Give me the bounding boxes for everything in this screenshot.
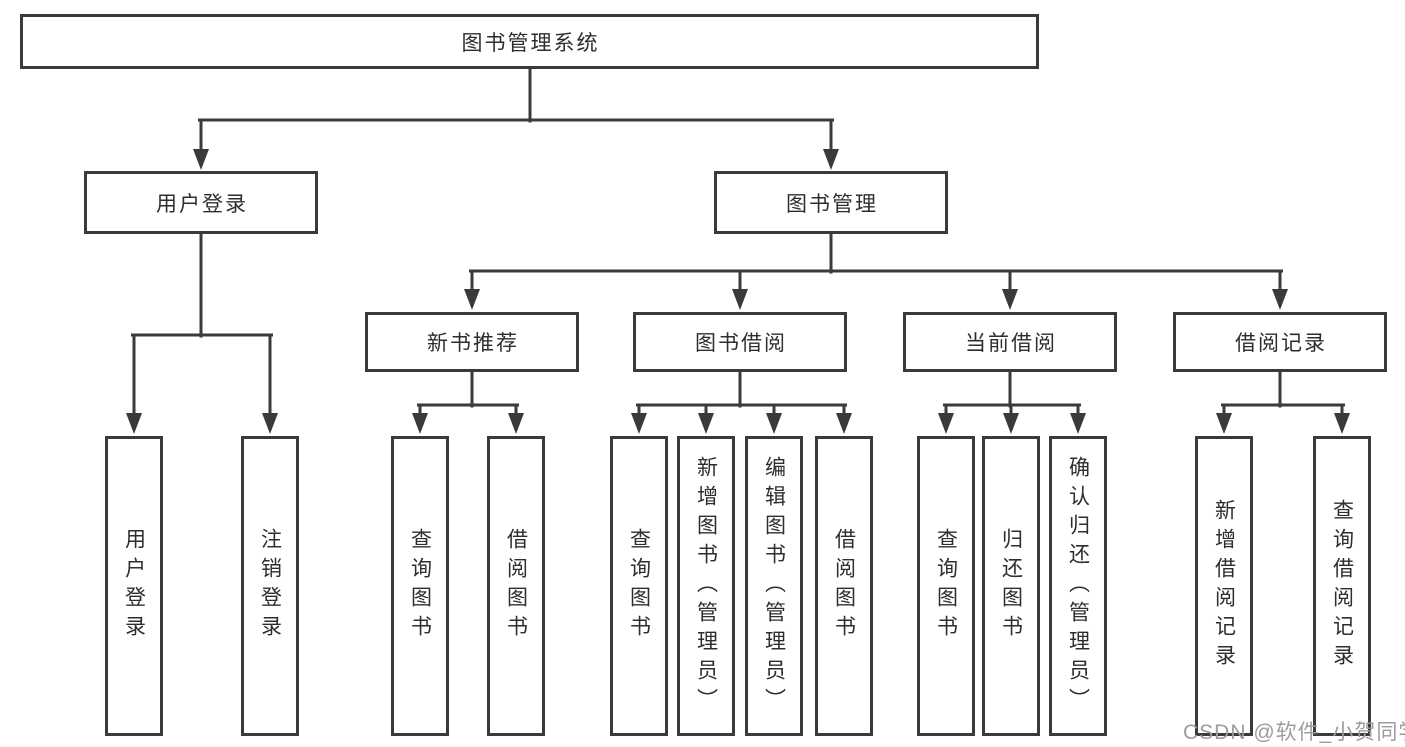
node-return-books-label: 归还图书 [999, 528, 1023, 644]
node-login: 用户登录 [105, 436, 163, 736]
node-confirm-return-admin-label: 确认归还（管理员） [1066, 455, 1090, 717]
node-query-books-current-label: 查询图书 [934, 528, 958, 644]
node-query-books-borrow: 查询图书 [610, 436, 668, 736]
node-add-books-admin: 新增图书（管理员） [677, 436, 735, 736]
node-query-books-recommend-label: 查询图书 [408, 528, 432, 644]
node-query-books-recommend: 查询图书 [391, 436, 449, 736]
arrowhead-down-icon [766, 413, 782, 434]
node-new-book-recommend-label: 新书推荐 [427, 332, 519, 355]
node-add-borrow-record-label: 新增借阅记录 [1212, 499, 1236, 673]
edges-borrow-records [1216, 370, 1350, 434]
edges-new-book-recommend [412, 370, 524, 434]
node-confirm-return-admin: 确认归还（管理员） [1049, 436, 1107, 736]
node-book-management: 图书管理 [714, 171, 948, 234]
arrowhead-down-icon [193, 149, 209, 170]
node-query-borrow-record: 查询借阅记录 [1313, 436, 1371, 736]
node-current-borrow-label: 当前借阅 [965, 332, 1057, 355]
arrowhead-down-icon [1334, 413, 1350, 434]
node-borrow-books-recommend: 借阅图书 [487, 436, 545, 736]
arrowhead-down-icon [1002, 289, 1018, 310]
arrowhead-down-icon [126, 413, 142, 434]
node-new-book-recommend: 新书推荐 [365, 312, 579, 372]
node-logout-label: 注销登录 [258, 528, 282, 644]
edges-current-borrow [938, 370, 1086, 434]
node-logout: 注销登录 [241, 436, 299, 736]
node-borrow-books-label: 借阅图书 [832, 528, 856, 644]
arrowhead-down-icon [938, 413, 954, 434]
arrowhead-down-icon [1003, 413, 1019, 434]
arrowhead-down-icon [631, 413, 647, 434]
edges-book-management [464, 232, 1288, 310]
arrowhead-down-icon [412, 413, 428, 434]
node-borrow-books: 借阅图书 [815, 436, 873, 736]
node-edit-books-admin-label: 编辑图书（管理员） [762, 455, 786, 717]
node-login-label: 用户登录 [122, 528, 146, 644]
arrowhead-down-icon [508, 413, 524, 434]
node-borrow-records-label: 借阅记录 [1235, 332, 1327, 355]
node-borrow-books-recommend-label: 借阅图书 [504, 528, 528, 644]
arrowhead-down-icon [464, 289, 480, 310]
watermark: CSDN @软件_小贺同学 [1183, 721, 1405, 744]
node-query-books-borrow-label: 查询图书 [627, 528, 651, 644]
node-book-management-label: 图书管理 [786, 192, 878, 216]
node-user-login: 用户登录 [84, 171, 318, 234]
node-book-borrow-label: 图书借阅 [695, 332, 787, 355]
node-edit-books-admin: 编辑图书（管理员） [745, 436, 803, 736]
edges-user-login [126, 232, 278, 434]
arrowhead-down-icon [823, 149, 839, 170]
arrowhead-down-icon [698, 413, 714, 434]
node-root-label: 图书管理系统 [461, 31, 600, 55]
node-query-borrow-record-label: 查询借阅记录 [1330, 499, 1354, 673]
arrowhead-down-icon [732, 289, 748, 310]
node-return-books: 归还图书 [982, 436, 1040, 736]
node-current-borrow: 当前借阅 [903, 312, 1117, 372]
arrowhead-down-icon [1216, 413, 1232, 434]
edges-root [193, 67, 839, 170]
node-user-login-label: 用户登录 [156, 192, 248, 216]
arrowhead-down-icon [836, 413, 852, 434]
node-query-books-current: 查询图书 [917, 436, 975, 736]
node-add-books-admin-label: 新增图书（管理员） [694, 455, 718, 717]
arrowhead-down-icon [1272, 289, 1288, 310]
edges-book-borrow [631, 370, 852, 434]
arrowhead-down-icon [262, 413, 278, 434]
arrowhead-down-icon [1070, 413, 1086, 434]
node-book-borrow: 图书借阅 [633, 312, 847, 372]
node-add-borrow-record: 新增借阅记录 [1195, 436, 1253, 736]
node-root: 图书管理系统 [20, 14, 1039, 69]
node-borrow-records: 借阅记录 [1173, 312, 1387, 372]
